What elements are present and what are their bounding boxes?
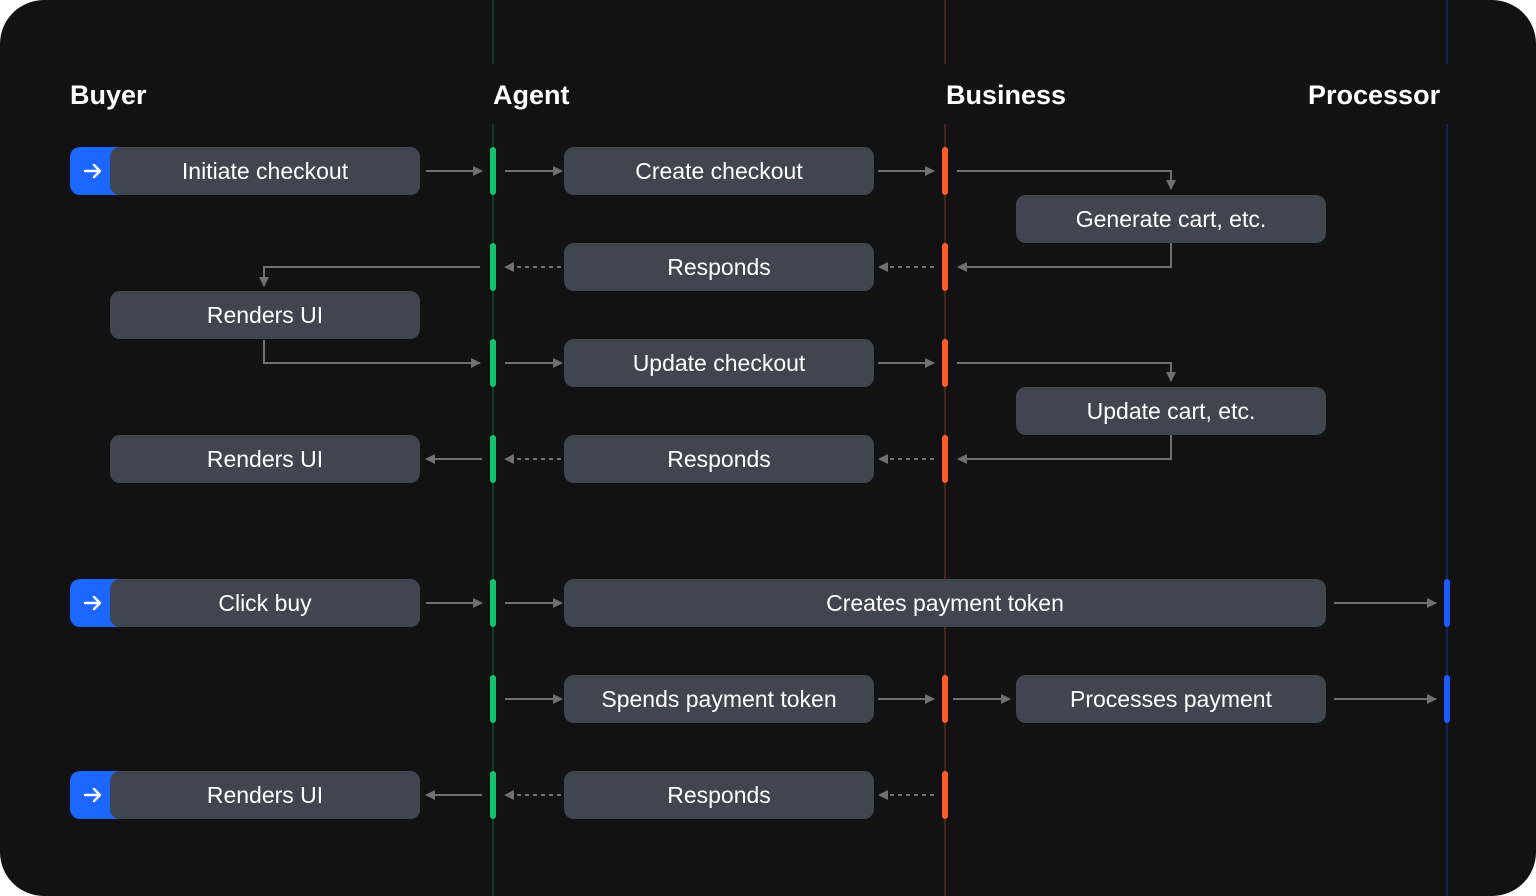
spends-payment-token-step: Spends payment token (564, 675, 874, 723)
arrow-right-icon (83, 163, 102, 179)
agent-activation (490, 243, 496, 291)
agent-lane-label: Agent (493, 80, 570, 110)
business-activation (942, 771, 948, 819)
initiate-checkout-step: Initiate checkout (70, 147, 420, 195)
agent-activation (490, 339, 496, 387)
agent-activation (490, 675, 496, 723)
renders-ui-final-step: Renders UI (70, 771, 420, 819)
responds-step: Responds (564, 243, 874, 291)
agent-activation (490, 579, 496, 627)
connector-arrow (957, 362, 1176, 382)
processor-activation (1444, 675, 1450, 723)
click-buy-step: Click buy (70, 579, 420, 627)
create-checkout-step: Create checkout (564, 147, 874, 195)
step-label: Renders UI (110, 771, 420, 819)
arrow-right-icon (83, 595, 102, 611)
generate-cart-step: Generate cart, etc. (1016, 195, 1326, 243)
renders-ui-step: Renders UI (110, 435, 420, 483)
update-cart-step: Update cart, etc. (1016, 387, 1326, 435)
connector-arrow (957, 435, 1172, 464)
business-activation (942, 675, 948, 723)
business-activation (942, 147, 948, 195)
arrow-right-icon (83, 787, 102, 803)
processor-lane-line (1446, 0, 1448, 896)
business-activation (942, 435, 948, 483)
renders-ui-step: Renders UI (110, 291, 420, 339)
step-label: Click buy (110, 579, 420, 627)
connector-arrow (957, 243, 1172, 272)
agent-activation (490, 435, 496, 483)
step-label: Initiate checkout (110, 147, 420, 195)
processes-payment-step: Processes payment (1016, 675, 1326, 723)
connector-arrow (259, 266, 480, 287)
business-activation (942, 339, 948, 387)
business-activation (942, 243, 948, 291)
connector-arrow (263, 340, 481, 368)
processor-activation (1444, 579, 1450, 627)
processor-lane-label: Processor (1308, 80, 1441, 110)
buyer-lane-label: Buyer (70, 80, 147, 110)
connector-arrow (957, 170, 1176, 190)
responds-step: Responds (564, 435, 874, 483)
agent-activation (490, 771, 496, 819)
creates-payment-token-step: Creates payment token (564, 579, 1326, 627)
update-checkout-step: Update checkout (564, 339, 874, 387)
responds-step: Responds (564, 771, 874, 819)
business-lane-label: Business (946, 80, 1067, 110)
agent-activation (490, 147, 496, 195)
